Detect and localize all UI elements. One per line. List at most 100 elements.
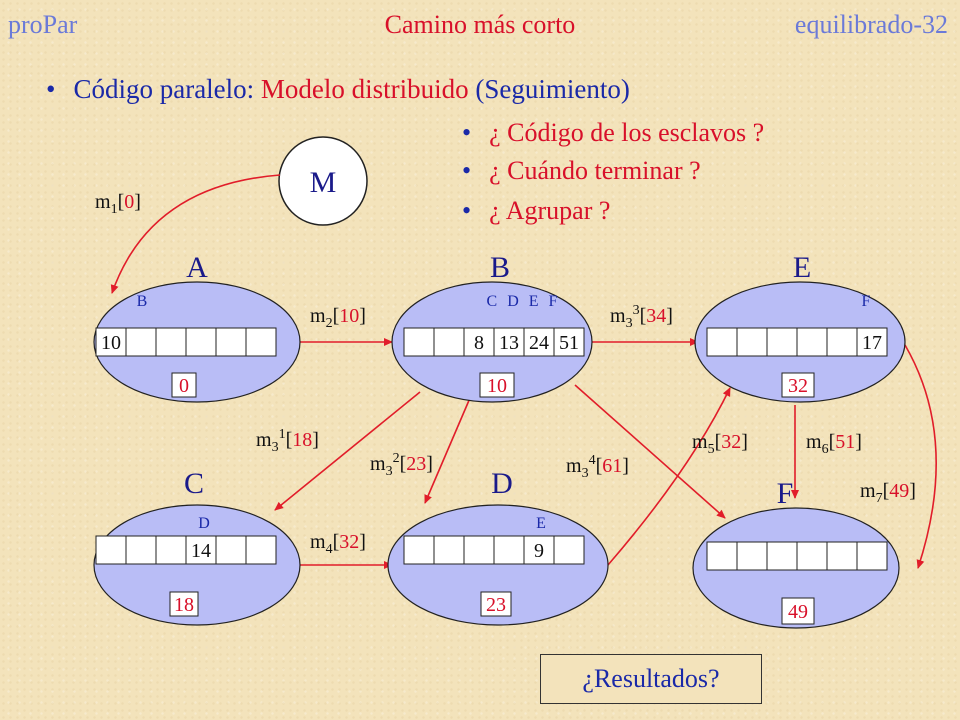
svg-text:E: E	[536, 515, 546, 532]
message-label-m1: m1[0]	[95, 191, 141, 217]
vector-cell	[493, 327, 525, 357]
message-label-m4: m4[32]	[310, 531, 366, 557]
svg-text:D: D	[491, 467, 513, 500]
vector-cell	[856, 541, 888, 571]
svg-text:49: 49	[788, 601, 808, 623]
vector-cell	[856, 327, 888, 357]
vector-cell	[826, 327, 858, 357]
vector-cell	[245, 535, 277, 565]
message-label-m3-2: m32[23]	[370, 451, 433, 479]
svg-text:D: D	[198, 515, 210, 532]
question-item: •¿ Código de los esclavos ?	[462, 118, 765, 147]
header-left: proPar	[8, 10, 78, 39]
vector-cell	[796, 541, 828, 571]
vector-cell	[403, 535, 435, 565]
svg-text:m1[0]: m1[0]	[95, 191, 141, 217]
node-f: F 49	[692, 477, 900, 629]
vector-cell	[215, 535, 247, 565]
svg-text:F: F	[862, 293, 871, 310]
vector-cell-value: 24	[529, 332, 549, 354]
node-e-cells: 17	[706, 327, 888, 357]
svg-text:23: 23	[486, 594, 506, 616]
vector-cell	[706, 541, 738, 571]
vector-cell	[523, 535, 555, 565]
main-bullet: •Código paralelo: Modelo distribuido (Se…	[46, 74, 630, 105]
message-label-m5: m5[32]	[692, 431, 748, 457]
message-label-m7: m7[49]	[860, 480, 916, 506]
slide-title: Camino más corto	[384, 10, 576, 39]
node-c-cells: 14	[95, 535, 277, 565]
svg-text:C D E F: C D E F	[487, 293, 558, 310]
svg-text:0: 0	[179, 375, 189, 397]
vector-cell-value: 10	[101, 332, 121, 354]
vector-cell	[736, 327, 768, 357]
vector-cell	[433, 535, 465, 565]
svg-text:m33[34]: m33[34]	[610, 303, 673, 331]
svg-text:m5[32]: m5[32]	[692, 431, 748, 457]
message-label-m3-4: m34[61]	[566, 453, 629, 481]
results-button[interactable]: ¿Resultados?	[540, 654, 762, 704]
vector-cell	[125, 327, 157, 357]
vector-cell	[493, 535, 525, 565]
svg-text:F: F	[777, 477, 794, 510]
svg-text:m32[23]: m32[23]	[370, 451, 433, 479]
vector-cell	[215, 327, 247, 357]
svg-text:10: 10	[487, 375, 507, 397]
bullet-prefix: Código paralelo:	[73, 74, 261, 104]
svg-text:m34[61]: m34[61]	[566, 453, 629, 481]
master-node	[278, 136, 368, 226]
vector-cell-value: 9	[534, 540, 544, 562]
edge-d-e	[607, 387, 731, 566]
vector-cell	[796, 327, 828, 357]
edge-b-c	[274, 391, 421, 511]
vector-cell	[185, 327, 217, 357]
master-label: M	[310, 166, 337, 199]
svg-text:32: 32	[788, 375, 808, 397]
node-c: C D 14 18	[93, 467, 301, 626]
vector-cell-value: 17	[862, 332, 882, 354]
edge-m-a	[110, 174, 281, 294]
vector-cell	[245, 327, 277, 357]
svg-text:E: E	[793, 251, 811, 284]
question-item: •¿ Cuándo terminar ?	[462, 156, 701, 185]
question-item: •¿ Agrupar ?	[462, 196, 611, 225]
svg-text:B: B	[137, 293, 148, 310]
vector-cell	[403, 327, 435, 357]
node-d: D E 9 23	[387, 467, 609, 626]
svg-text:m6[51]: m6[51]	[806, 431, 862, 457]
vector-cell	[523, 327, 555, 357]
node-d-cells: 9	[403, 535, 585, 565]
svg-text:B: B	[490, 251, 510, 284]
vector-cell	[736, 541, 768, 571]
edge-e-f-curve	[904, 344, 937, 569]
vector-cell	[826, 541, 858, 571]
svg-text:m7[49]: m7[49]	[860, 480, 916, 506]
bullet-suffix: (Seguimiento)	[468, 74, 630, 104]
vector-cell	[95, 535, 127, 565]
message-label-m3-1: m31[18]	[256, 427, 319, 455]
vector-cell	[706, 327, 738, 357]
svg-text:18: 18	[174, 594, 194, 616]
vector-cell	[433, 327, 465, 357]
vector-cell	[125, 535, 157, 565]
vector-cell-value: 51	[559, 332, 579, 354]
vector-cell	[155, 535, 187, 565]
message-label-m6: m6[51]	[806, 431, 862, 457]
vector-cell	[155, 327, 187, 357]
message-label-m2: m2[10]	[310, 305, 366, 331]
svg-text:C: C	[184, 467, 204, 500]
vector-cell-value: 13	[499, 332, 519, 354]
header-right: equilibrado-32	[794, 10, 948, 39]
node-a-cells: 10	[95, 327, 277, 357]
node-a: A B 10 0	[93, 251, 301, 403]
node-f-cells	[706, 541, 888, 571]
vector-cell	[553, 327, 585, 357]
vector-cell	[463, 535, 495, 565]
vector-cell-value: 14	[191, 540, 211, 562]
vector-cell	[185, 535, 217, 565]
vector-cell	[553, 535, 585, 565]
node-e: E F 17 32	[694, 251, 906, 403]
